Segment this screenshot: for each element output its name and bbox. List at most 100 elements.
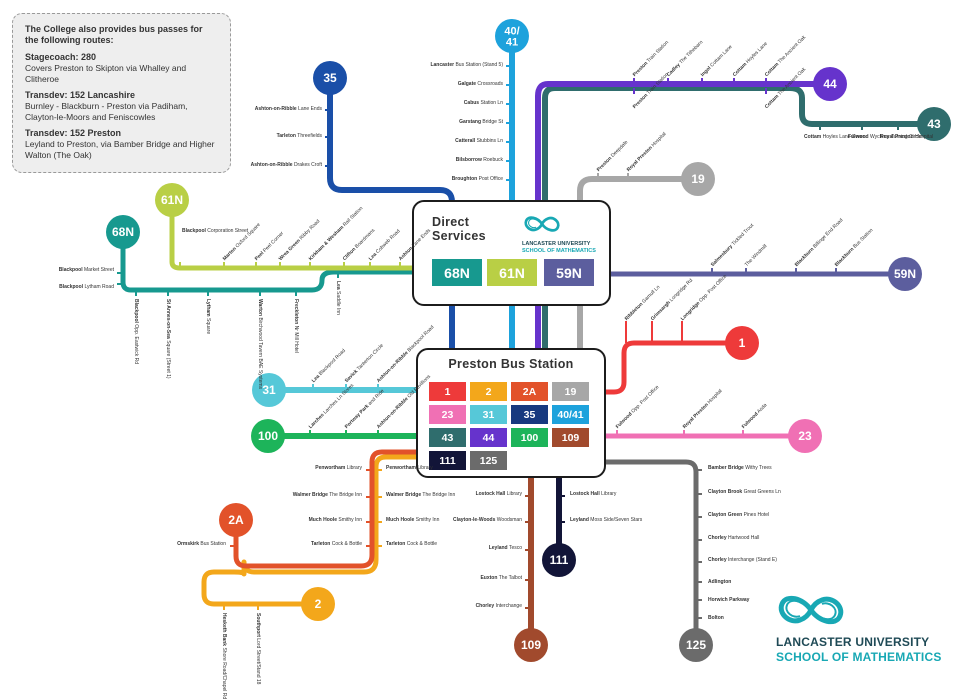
stop-name: Tarleton — [386, 541, 406, 547]
route-badge-label: 59N — [894, 267, 916, 281]
stop-detail: Cock & Bottle — [331, 541, 362, 547]
station-tile-19[interactable]: 19 — [552, 382, 589, 401]
station-tile-1[interactable]: 1 — [429, 382, 466, 401]
route-badge-label: 2A — [228, 513, 244, 527]
stop-name: Ashton-on-Ribble — [254, 106, 297, 112]
route-badge-1[interactable]: 1 — [725, 326, 759, 360]
station-tile-label: 111 — [439, 454, 456, 467]
station-tile-43[interactable]: 43 — [429, 428, 466, 447]
route-badge-label: 41 — [506, 37, 518, 49]
stop-label: Penwortham Library — [386, 465, 433, 471]
route-badge-circle — [679, 628, 713, 662]
stop-name: Lancaster — [430, 62, 455, 68]
stop-label: Tarleton Cock & Bottle — [386, 541, 437, 547]
stop-name: Southport — [255, 613, 261, 637]
stop-detail: Crossroads — [477, 81, 503, 87]
route-badge-circle — [251, 419, 285, 453]
route-badge-label: 40/ — [504, 26, 519, 38]
stop-name: Blackpool — [59, 284, 84, 290]
stop-label: Bolton — [708, 615, 724, 621]
lancaster-infinity-logo-icon — [524, 216, 560, 232]
station-tile-31[interactable]: 31 — [470, 405, 507, 424]
station-tile-label: 1 — [444, 385, 451, 398]
stop-label: Southport Lord Street/Stand 18 — [255, 613, 261, 684]
route-badge-4041[interactable]: 40/41 — [495, 19, 529, 53]
direct-tile-label: 68N — [444, 264, 470, 281]
stop-label: Clayton-le-Woods Woodsman — [453, 517, 522, 523]
stop-detail: Opp. Eastwick Rd — [133, 324, 139, 365]
stop-detail: Market Street — [83, 267, 114, 273]
stop-label: Cabus Station Ln — [464, 100, 503, 106]
stop-label: Adlington — [708, 579, 731, 585]
station-tile-125[interactable]: 125 — [470, 451, 507, 470]
stop-detail: Hoyles Lane Green — [822, 134, 866, 140]
route-line-61n — [169, 197, 417, 271]
stop-label: Leyland Tesco — [489, 545, 522, 551]
route-line-1 — [601, 340, 745, 395]
route-badge-125[interactable]: 125 — [679, 628, 713, 662]
stop-name: Bilsborrow — [455, 157, 482, 163]
route-line-43 — [542, 85, 937, 353]
stop-name: Lostock Hall — [475, 491, 506, 497]
station-tile-35[interactable]: 35 — [511, 405, 548, 424]
stop-label: Blackpool Corporation Street — [182, 228, 248, 234]
direct-tile-68n[interactable]: 68N — [432, 259, 482, 286]
route-badge-109[interactable]: 109 — [514, 628, 548, 662]
route-badge-circle — [813, 67, 847, 101]
station-tile-23[interactable]: 23 — [429, 405, 466, 424]
route-line-44 — [535, 81, 833, 353]
station-tile-label: 2A — [522, 385, 537, 398]
route-badge-19[interactable]: 19 — [681, 162, 715, 196]
route-badge-61n[interactable]: 61N — [155, 183, 189, 217]
info-operator: Stagecoach: 280 — [25, 52, 97, 62]
route-badge-68n[interactable]: 68N — [106, 215, 140, 249]
stop-name: Bamber Bridge — [708, 465, 744, 471]
stop-label: Penwortham Library — [315, 465, 362, 471]
stop-label: Galgate Crossroads — [458, 81, 503, 87]
stop-name: Galgate — [457, 81, 477, 87]
stop-name: Lytham — [205, 299, 211, 317]
route-badge-label: 44 — [823, 77, 837, 91]
route-badge-100[interactable]: 100 — [251, 419, 285, 453]
stop-label: Tarleton Threefields — [277, 133, 322, 139]
route-line-35 — [327, 75, 455, 353]
route-badge-2[interactable]: 2 — [301, 587, 335, 621]
stop-detail: Smithy Inn — [415, 517, 440, 523]
route-badge-35[interactable]: 35 — [313, 61, 347, 95]
stop-label: Tarleton Cock & Bottle — [311, 541, 362, 547]
stop-label: Bilsborrow Roebuck — [456, 157, 503, 163]
stop-name: Bolton — [708, 615, 724, 621]
stop-name: Cabus — [463, 100, 480, 106]
stop-detail: Lord Street/Stand 18 — [255, 638, 261, 685]
route-badge-23[interactable]: 23 — [788, 419, 822, 453]
route-badge-43[interactable]: 43 — [917, 107, 951, 141]
stop-detail: Roebuck — [483, 157, 503, 163]
station-tile-100[interactable]: 100 — [511, 428, 548, 447]
route-badge-circle — [313, 61, 347, 95]
direct-services-panel: Direct Services LANCASTER UNIVERSITY SCH… — [412, 200, 611, 306]
direct-tile-59n[interactable]: 59N — [544, 259, 594, 286]
info-text: Burnley - Blackburn - Preston via Padiha… — [25, 101, 188, 122]
stop-name: Chorley — [708, 535, 727, 541]
stop-name: Ashton-on-Ribble — [250, 162, 293, 168]
station-tile-44[interactable]: 44 — [470, 428, 507, 447]
station-tile-111[interactable]: 111 — [429, 451, 466, 470]
station-tile-109[interactable]: 109 — [552, 428, 589, 447]
station-tile-2A[interactable]: 2A — [511, 382, 548, 401]
route-badge-label: 111 — [550, 553, 569, 567]
station-tile-label: 19 — [564, 385, 577, 398]
station-tile-40-41[interactable]: 40/41 — [552, 405, 589, 424]
stop-label: Warton Birchwood Tavern BAE Systems — [257, 299, 263, 389]
stop-detail: Tesco — [508, 545, 522, 551]
info-operator: Transdev: 152 Preston — [25, 128, 122, 138]
stop-name: Clayton-le-Woods — [452, 517, 496, 523]
stop-detail: Woodsman — [496, 517, 522, 523]
direct-tile-61n[interactable]: 61N — [487, 259, 537, 286]
route-badge-2a[interactable]: 2A — [219, 503, 253, 537]
route-badge-111[interactable]: 111 — [542, 543, 576, 577]
route-badge-44[interactable]: 44 — [813, 67, 847, 101]
stop-label: Garstang Bridge St — [459, 119, 503, 125]
route-badge-31[interactable]: 31 — [252, 373, 286, 407]
station-tile-2[interactable]: 2 — [470, 382, 507, 401]
route-badge-59n[interactable]: 59N — [888, 257, 922, 291]
